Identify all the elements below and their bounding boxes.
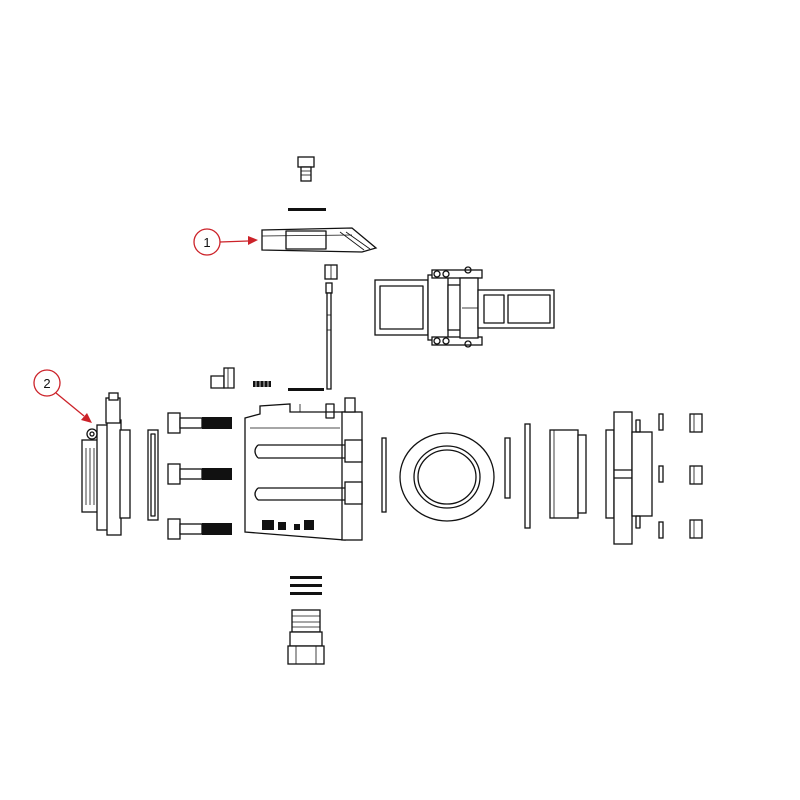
spring-clip	[288, 208, 326, 211]
shim-2	[524, 423, 531, 529]
piston-seal	[399, 432, 495, 522]
small-nuts	[689, 413, 703, 539]
small-bracket	[210, 367, 235, 389]
small-spring	[253, 381, 271, 387]
caliper-body	[244, 397, 363, 541]
caliper-bolts	[167, 412, 232, 540]
thin-rod	[381, 437, 387, 513]
callout-1-leader	[219, 240, 249, 243]
callout-2-label: 2	[43, 376, 50, 391]
callout-2-circle	[33, 369, 61, 397]
long-pin	[325, 282, 333, 390]
piston	[549, 429, 587, 519]
bottom-fitting	[287, 609, 325, 665]
callout-2-leader	[55, 392, 85, 417]
part-2-housing	[81, 392, 131, 536]
bolt-middle	[167, 463, 232, 485]
callout-2-arrowhead	[81, 413, 92, 423]
bolt-bottom	[167, 518, 232, 540]
right-housing	[605, 411, 653, 545]
shim-1	[504, 437, 511, 499]
bleed-screw-top	[297, 156, 315, 182]
bolt-top	[167, 412, 232, 434]
bottom-o-rings	[290, 576, 322, 595]
brake-pad-assembly	[374, 266, 555, 348]
retaining-washer	[288, 388, 324, 391]
small-washers	[658, 413, 664, 539]
callout-1-label: 1	[203, 235, 210, 250]
seal-ring-left	[147, 429, 159, 521]
callout-2: 2	[33, 369, 92, 423]
small-nut	[324, 264, 338, 280]
callout-1-arrowhead	[248, 236, 258, 245]
callout-1: 1	[193, 228, 258, 256]
part-1-cover-plate	[261, 227, 378, 253]
